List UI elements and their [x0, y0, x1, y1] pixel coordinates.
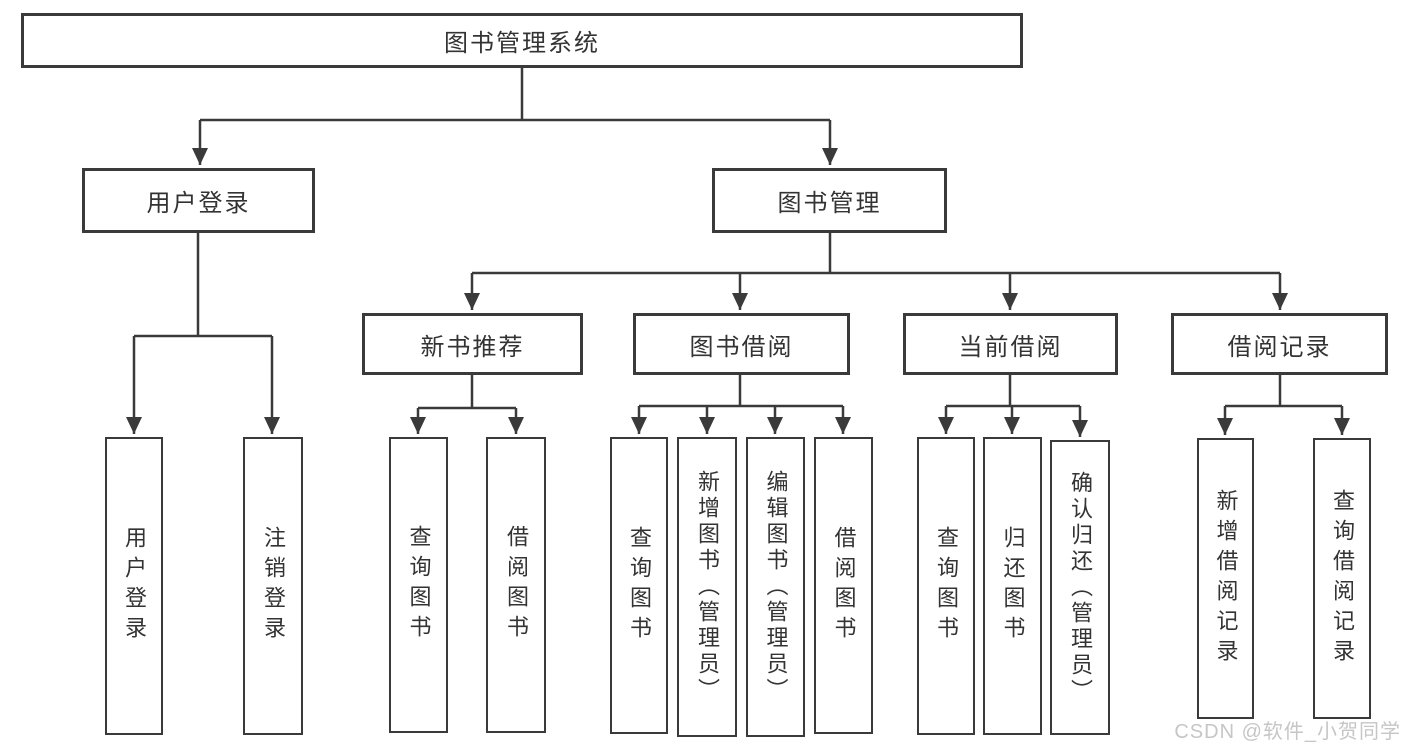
node-user-login-label: 用户登录 — [146, 190, 251, 217]
connector-borrow-records-branch — [1225, 375, 1342, 408]
leaf-cb-query-label: 查询图书 — [934, 526, 959, 646]
node-current-borrow-label: 当前借阅 — [958, 333, 1063, 361]
leaf-bb-edit: 编辑图书（管理员） — [746, 437, 805, 737]
leaf-nb-query-label: 查询图书 — [406, 525, 432, 645]
node-new-books-label: 新书推荐 — [420, 333, 525, 361]
connector-new-books-branch — [418, 375, 516, 410]
connector-user-login-branch — [134, 233, 272, 338]
node-root-label: 图书管理系统 — [444, 30, 600, 57]
leaf-nb-borrow-label: 借阅图书 — [504, 525, 529, 645]
leaf-br-add: 新增借阅记录 — [1197, 438, 1254, 719]
leaf-br-query: 查询借阅记录 — [1313, 438, 1371, 719]
node-current-borrow: 当前借阅 — [903, 313, 1118, 375]
leaf-cb-return: 归还图书 — [983, 437, 1042, 735]
leaf-user-login: 用户登录 — [105, 437, 163, 735]
node-book-borrow: 图书借阅 — [633, 313, 850, 375]
connector-book-mgmt-branch — [472, 233, 1280, 275]
leaf-bb-borrow-label: 借阅图书 — [831, 525, 857, 646]
csdn-watermark: CSDN @软件_小贺同学 — [1174, 721, 1401, 743]
leaf-bb-borrow: 借阅图书 — [814, 437, 873, 734]
node-borrow-records: 借阅记录 — [1171, 313, 1388, 375]
leaf-bb-edit-label: 编辑图书（管理员） — [763, 470, 789, 704]
leaf-br-add-label: 新增借阅记录 — [1213, 488, 1239, 669]
node-borrow-records-label: 借阅记录 — [1227, 333, 1332, 361]
leaf-nb-borrow: 借阅图书 — [486, 437, 546, 733]
leaf-bb-query: 查询图书 — [610, 437, 668, 734]
node-book-mgmt-label: 图书管理 — [777, 190, 882, 217]
leaf-cb-confirm-label: 确认归还（管理员） — [1068, 470, 1093, 705]
node-new-books: 新书推荐 — [362, 313, 583, 375]
connector-book-borrow-branch — [639, 374, 843, 408]
connector-root-to-level2 — [200, 68, 830, 122]
leaf-cb-query: 查询图书 — [917, 437, 975, 735]
connector-current-borrow-branch — [946, 374, 1080, 408]
node-root: 图书管理系统 — [21, 13, 1023, 68]
leaf-user-login-label: 用户登录 — [122, 526, 147, 646]
leaf-logout-label: 注销登录 — [261, 526, 286, 646]
leaf-bb-query-label: 查询图书 — [627, 525, 652, 646]
node-book-mgmt: 图书管理 — [712, 168, 947, 233]
node-book-borrow-label: 图书借阅 — [689, 333, 794, 361]
leaf-cb-confirm: 确认归还（管理员） — [1050, 440, 1110, 735]
leaf-nb-query: 查询图书 — [389, 437, 448, 733]
leaf-bb-add-label: 新增图书（管理员） — [695, 470, 720, 704]
node-user-login: 用户登录 — [82, 168, 315, 233]
leaf-br-query-label: 查询借阅记录 — [1330, 488, 1355, 669]
leaf-bb-add: 新增图书（管理员） — [677, 437, 737, 737]
leaf-cb-return-label: 归还图书 — [1000, 526, 1026, 646]
leaf-logout: 注销登录 — [243, 437, 303, 735]
